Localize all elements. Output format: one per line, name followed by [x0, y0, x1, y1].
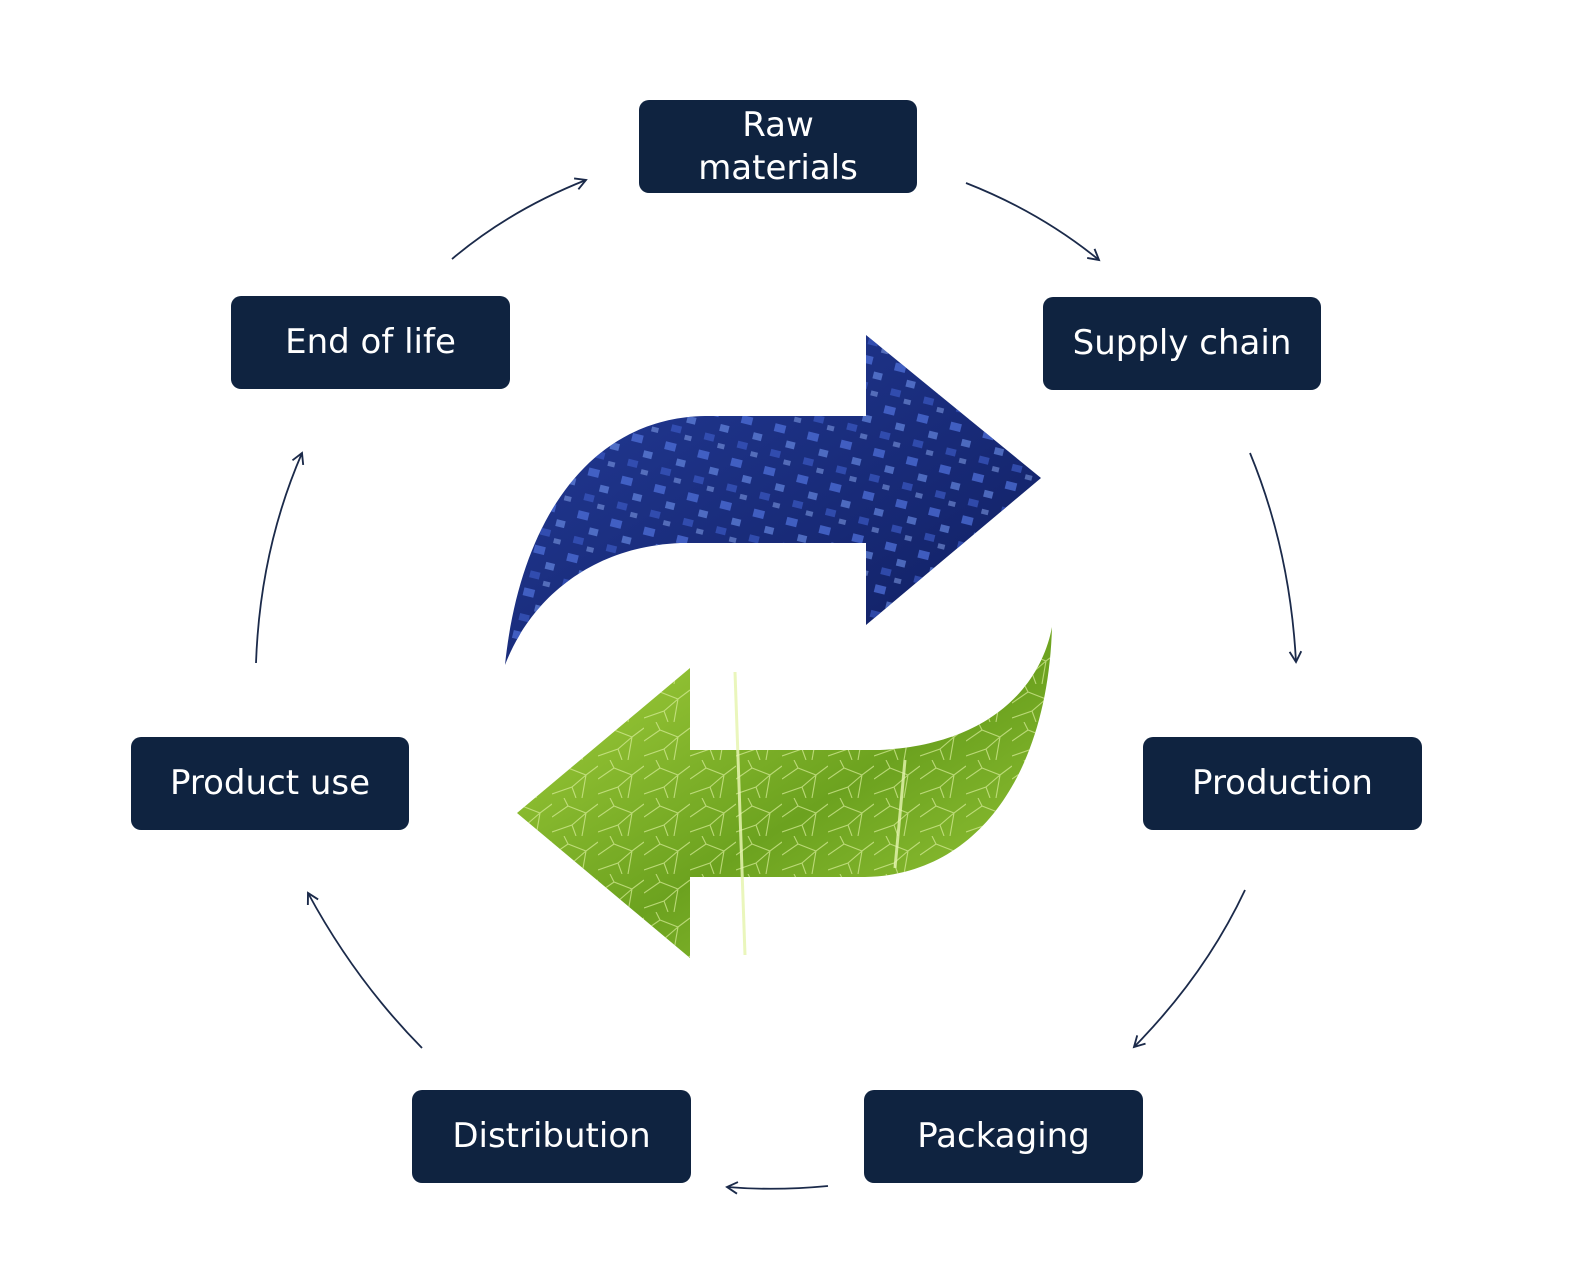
connector-packaging-to-distribution	[725, 1181, 829, 1195]
stage-supply-chain: Supply chain	[1043, 297, 1321, 390]
stage-end-of-life: End of life	[231, 296, 510, 389]
connector-distribution-to-product-use	[306, 891, 423, 1049]
connector-raw-to-supply	[965, 182, 1101, 262]
stage-product-use: Product use	[131, 737, 409, 830]
stage-distribution: Distribution	[412, 1090, 691, 1183]
recycle-arrows-icon	[505, 335, 1052, 958]
stage-packaging: Packaging	[864, 1090, 1143, 1183]
stage-production: Production	[1143, 737, 1422, 830]
bottom-green-arrow	[517, 627, 1052, 958]
top-blue-arrow	[505, 335, 1041, 665]
connector-end-of-life-to-raw	[451, 177, 588, 260]
connector-product-use-to-end-of-life	[255, 451, 305, 664]
stage-raw-materials: Raw materials	[639, 100, 917, 193]
connector-supply-to-production	[1249, 452, 1303, 664]
connector-production-to-packaging	[1132, 889, 1246, 1049]
